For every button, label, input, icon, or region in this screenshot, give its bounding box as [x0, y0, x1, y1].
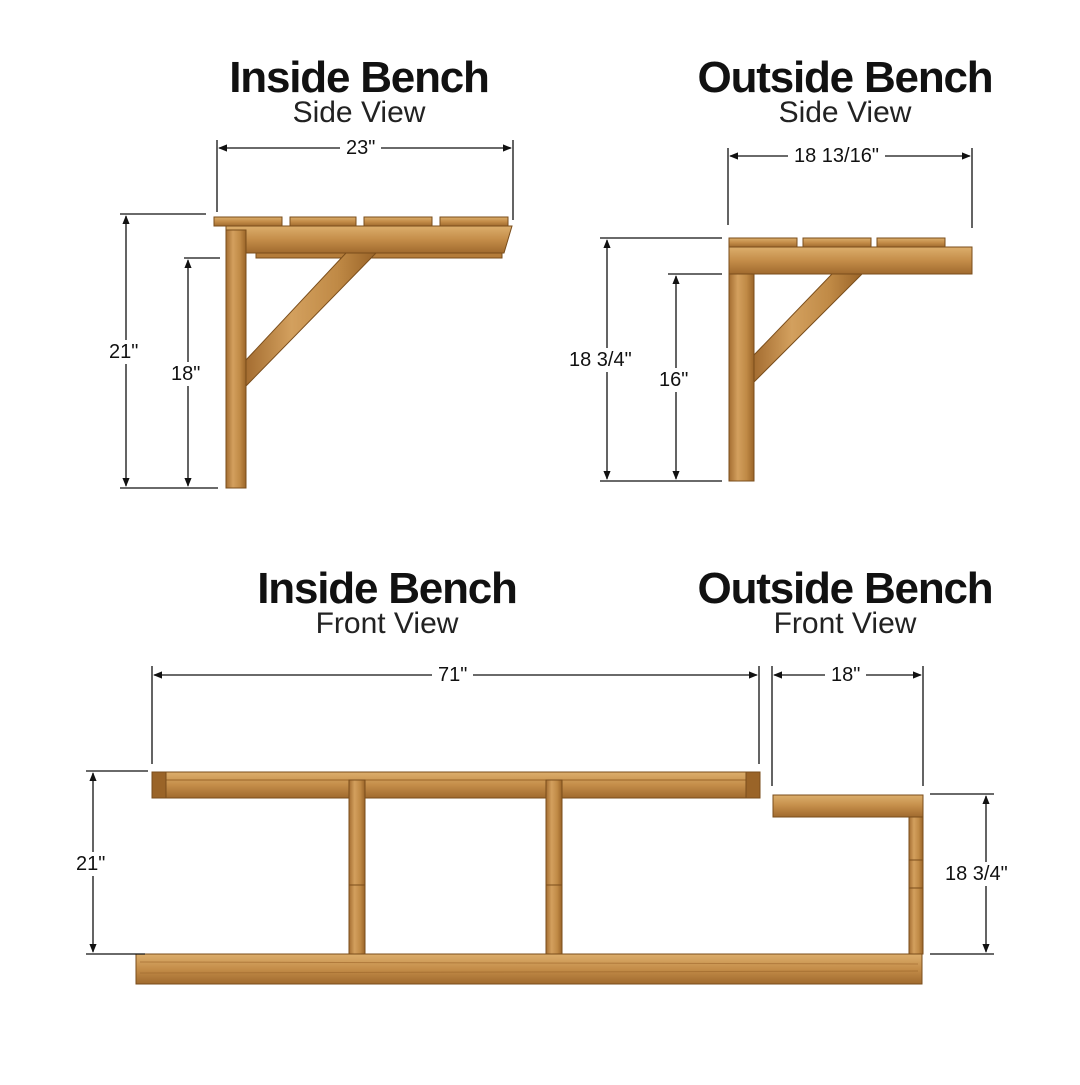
bench-leg — [545, 779, 563, 955]
seat-slat — [802, 237, 872, 248]
inside-side-subtitle: Side View — [292, 96, 426, 129]
inside-side-seat-height-label: 18" — [165, 362, 207, 386]
outside-front-height-label: 18 3/4" — [939, 862, 1014, 886]
seat-slat — [213, 216, 283, 227]
bench-leg — [348, 779, 366, 955]
bench-leg — [908, 816, 924, 955]
seat-slat — [728, 237, 798, 248]
inside-front-subtitle: Front View — [315, 607, 459, 640]
outside-side-view-drawing — [728, 237, 973, 482]
outside-side-subtitle: Side View — [778, 96, 912, 129]
outside-side-seat-height-label: 16" — [653, 368, 695, 392]
inside-front-view-drawing — [151, 771, 761, 955]
base-board — [135, 953, 923, 985]
seat-slat — [439, 216, 509, 227]
seat-slat — [363, 216, 433, 227]
seat-slat — [876, 237, 946, 248]
outside-side-title: Outside Bench — [697, 53, 994, 102]
inside-side-total-height-label: 21" — [103, 340, 145, 364]
inside-side-width-label: 23" — [340, 136, 382, 160]
outside-front-subtitle: Front View — [773, 607, 917, 640]
bench-leg — [225, 229, 247, 489]
seat-top — [772, 794, 924, 818]
inside-front-height-label: 21" — [70, 852, 112, 876]
inside-side-view-drawing — [213, 216, 513, 489]
seat-slat — [289, 216, 357, 227]
diagonal-brace — [753, 273, 864, 384]
diagonal-brace — [245, 252, 378, 388]
seat-top — [151, 771, 761, 799]
outside-side-total-height-label: 18 3/4" — [563, 348, 638, 372]
seat-cleat — [255, 252, 503, 259]
inside-front-width-label: 71" — [432, 663, 474, 687]
bench-leg — [728, 273, 755, 482]
outside-front-width-label: 18" — [825, 663, 867, 687]
outside-front-title: Outside Bench — [697, 564, 994, 613]
outside-front-view-drawing — [772, 794, 924, 955]
seat-apron — [728, 246, 973, 275]
seat-apron — [225, 225, 513, 254]
inside-front-title: Inside Bench — [257, 564, 518, 613]
outside-side-width-label: 18 13/16" — [788, 144, 885, 168]
inside-side-title: Inside Bench — [229, 53, 490, 102]
